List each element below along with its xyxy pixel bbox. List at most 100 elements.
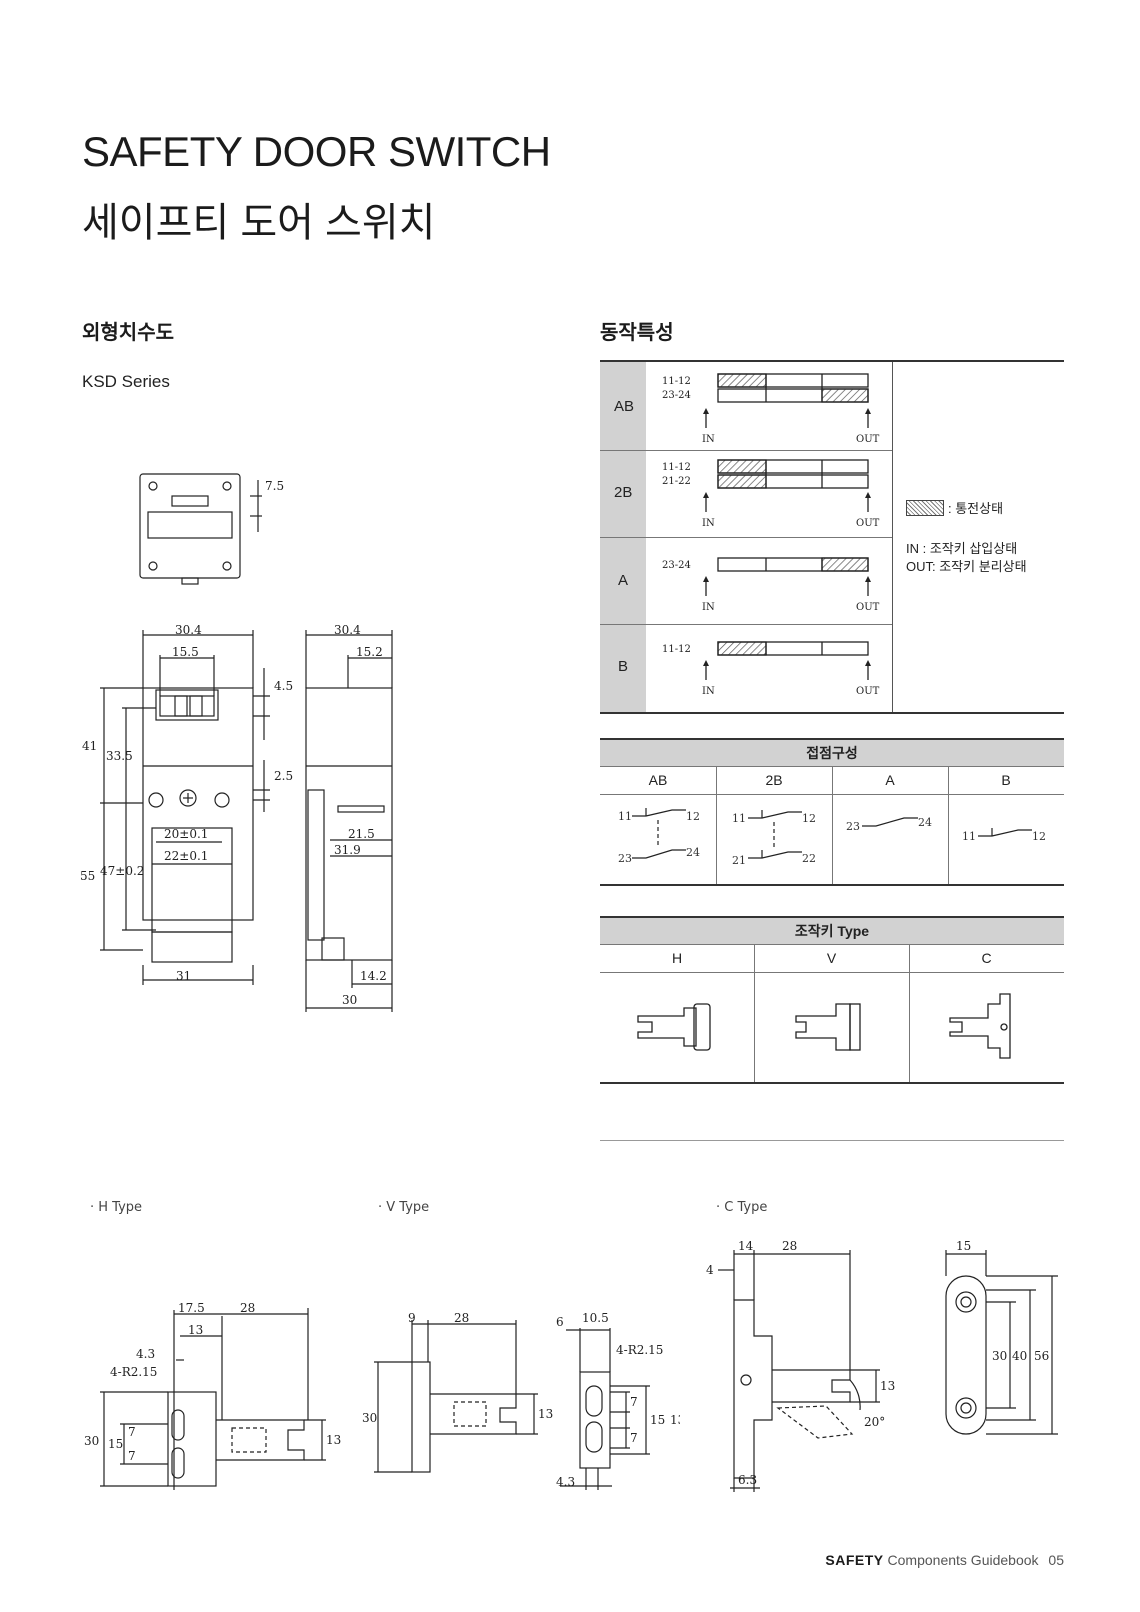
footer-text: Components Guidebook bbox=[887, 1552, 1039, 1568]
outline-drawing: 30.4 15.5 4.5 41 33.5 2.5 20±0.1 22±0.1 … bbox=[80, 473, 393, 1012]
v-dim-4-3: 4.3 bbox=[556, 1475, 575, 1489]
a-contact-1: 23-24 bbox=[662, 560, 691, 571]
legend-conduct: : 통전상태 bbox=[948, 501, 1004, 516]
col-a: A bbox=[885, 772, 895, 788]
row-label-a: A bbox=[618, 572, 629, 589]
h-type-label: · H Type bbox=[90, 1200, 143, 1215]
footer: SAFETY Components Guidebook 05 bbox=[825, 1552, 1064, 1568]
h-dim-28: 28 bbox=[240, 1301, 255, 1315]
2b-contact-2: 21-22 bbox=[662, 476, 691, 487]
v-dim-9: 9 bbox=[408, 1311, 416, 1325]
b-contact-1: 11-12 bbox=[662, 644, 691, 655]
v-dim-30: 30 bbox=[362, 1411, 377, 1425]
v-dim-15: 15 bbox=[650, 1413, 665, 1427]
ab-contact-1: 11-12 bbox=[662, 376, 691, 387]
c-dim-13: 13 bbox=[880, 1379, 895, 1393]
dim-side-31-9: 31.9 bbox=[334, 843, 361, 857]
c-dim-4: 4 bbox=[706, 1263, 714, 1277]
b-12: 12 bbox=[1032, 830, 1046, 843]
h-dim-4-3: 4.3 bbox=[136, 1347, 155, 1361]
c-dim-20: 20° bbox=[864, 1415, 885, 1429]
dim-front-width: 30.4 bbox=[175, 623, 202, 637]
h-dim-r: 4-R2.15 bbox=[110, 1365, 157, 1379]
col-v: V bbox=[826, 950, 837, 966]
dim-front-22: 22±0.1 bbox=[164, 849, 208, 863]
divider bbox=[600, 1140, 1064, 1141]
2b-11: 11 bbox=[732, 812, 746, 825]
ab-in: IN bbox=[702, 434, 715, 445]
conduct-swatch bbox=[906, 500, 944, 516]
b-11: 11 bbox=[962, 830, 976, 843]
dim-front-20: 20±0.1 bbox=[164, 827, 208, 841]
operation-table: AB 2B A B bbox=[600, 360, 1064, 714]
c-dim-30: 30 bbox=[992, 1349, 1007, 1363]
series-label: KSD Series bbox=[82, 372, 170, 391]
h-dim-7b: 7 bbox=[128, 1449, 136, 1463]
dim-side-15-2: 15.2 bbox=[356, 645, 383, 659]
a-in: IN bbox=[702, 602, 715, 613]
h-dim-13b: 13 bbox=[326, 1433, 341, 1447]
v-dim-10-5: 10.5 bbox=[582, 1311, 609, 1325]
dim-side-14-2: 14.2 bbox=[360, 969, 387, 983]
h-dim-13: 13 bbox=[188, 1323, 203, 1337]
dim-front-31: 31 bbox=[176, 969, 191, 983]
contact-diagrams: 11 12 23 24 11 12 21 22 23 24 11 12 bbox=[618, 808, 1046, 867]
dimension-heading: 외형치수도 bbox=[82, 322, 174, 344]
row-label-ab: AB bbox=[614, 398, 635, 415]
a-out: OUT bbox=[856, 602, 880, 613]
dim-front-33-5: 33.5 bbox=[106, 749, 133, 763]
v-dim-28: 28 bbox=[454, 1311, 469, 1325]
page-number: 05 bbox=[1048, 1552, 1064, 1568]
a-23: 23 bbox=[846, 820, 860, 833]
page-title: SAFETY DOOR SWITCH bbox=[82, 128, 551, 175]
2b-contact-1: 11-12 bbox=[662, 462, 691, 473]
2b-in: IN bbox=[702, 518, 715, 529]
v-dim-r: 4-R2.15 bbox=[616, 1343, 663, 1357]
2b-12: 12 bbox=[802, 812, 816, 825]
dim-front-55: 55 bbox=[80, 869, 95, 883]
v-dim-7a: 7 bbox=[630, 1395, 638, 1409]
dim-front-2-5: 2.5 bbox=[274, 769, 293, 783]
col-ab: AB bbox=[648, 772, 668, 788]
c-dim-6-3: 6.3 bbox=[738, 1473, 757, 1487]
c-type-label: · C Type bbox=[716, 1200, 768, 1215]
h-dim-17-5: 17.5 bbox=[178, 1301, 205, 1315]
ab-23: 23 bbox=[618, 852, 632, 865]
dim-side-21-5: 21.5 bbox=[348, 827, 375, 841]
ab-out: OUT bbox=[856, 434, 880, 445]
b-in: IN bbox=[702, 686, 715, 697]
col-b: B bbox=[1001, 772, 1011, 788]
key-type-table: 조작키 Type H V C bbox=[600, 916, 1064, 1084]
ab-contact-2: 23-24 bbox=[662, 390, 691, 401]
c-dim-28: 28 bbox=[782, 1239, 797, 1253]
contact-table: 접점구성 AB 2B A B 11 12 23 24 11 12 21 22 2… bbox=[600, 738, 1064, 886]
col-c: C bbox=[981, 950, 992, 966]
key-icons bbox=[637, 993, 1011, 1059]
c-dim-15: 15 bbox=[956, 1239, 971, 1253]
page-subtitle: 세이프티 도어 스위치 bbox=[82, 201, 436, 245]
operation-heading: 동작특성 bbox=[600, 322, 674, 344]
v-dim-7b: 7 bbox=[630, 1431, 638, 1445]
row-label-2b: 2B bbox=[614, 484, 633, 501]
ab-11: 11 bbox=[618, 810, 632, 823]
2b-22: 22 bbox=[802, 852, 816, 865]
v-dim-13: 13 bbox=[538, 1407, 553, 1421]
h-dim-30: 30 bbox=[84, 1434, 99, 1448]
key-table-title: 조작키 Type bbox=[600, 918, 1064, 944]
col-2b: 2B bbox=[765, 772, 783, 788]
col-h: H bbox=[671, 950, 683, 966]
c-type-drawing: 14 28 4 13 20° 6.3 15 30 40 56 bbox=[706, 1239, 1058, 1492]
footer-brand: SAFETY bbox=[825, 1552, 884, 1568]
row-label-b: B bbox=[618, 658, 629, 675]
dim-front-slot: 15.5 bbox=[172, 645, 199, 659]
dim-front-4-5: 4.5 bbox=[274, 679, 293, 693]
dim-side-30: 30 bbox=[342, 993, 357, 1007]
v-type-label: · V Type bbox=[378, 1200, 430, 1215]
a-24: 24 bbox=[918, 816, 932, 829]
legend-in: IN : 조작키 삽입상태 bbox=[906, 541, 1018, 556]
ab-12: 12 bbox=[686, 810, 700, 823]
v-type-drawing: 9 28 30 13 6 10.5 4-R2.15 7 7 15 13 4.3 bbox=[362, 1311, 680, 1490]
2b-out: OUT bbox=[856, 518, 880, 529]
dim-top-7-5: 7.5 bbox=[265, 479, 284, 493]
dim-side-width: 30.4 bbox=[334, 623, 361, 637]
